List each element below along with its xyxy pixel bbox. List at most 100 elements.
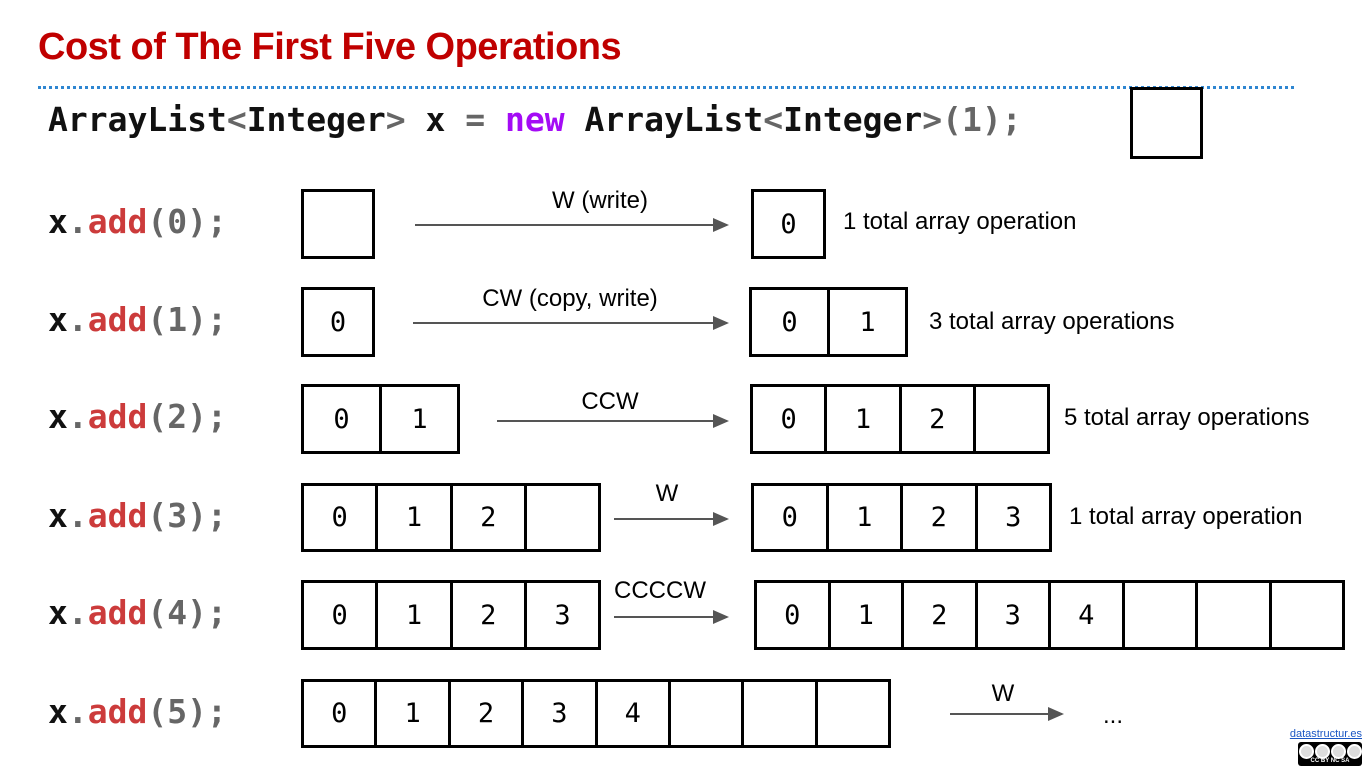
array-cell-before: 3 — [521, 679, 598, 748]
code-args: (4); — [147, 593, 227, 632]
cc-license-badge: CC BY NC SA — [1298, 742, 1362, 766]
code-args: (0); — [147, 202, 227, 241]
code-var: x — [405, 100, 466, 139]
code-object: x — [48, 593, 68, 632]
array-cell-before: 0 — [301, 384, 382, 454]
code-lt: < — [763, 100, 784, 139]
code-object: x — [48, 202, 68, 241]
add-call-code: x.add(3); — [48, 496, 227, 535]
code-object: x — [48, 300, 68, 339]
array-cell-after: 2 — [900, 483, 978, 552]
code-method: add — [87, 300, 148, 339]
array-cell-before — [523, 483, 602, 552]
arrow-icon — [614, 610, 729, 624]
array-cell-after: 2 — [901, 580, 978, 650]
array-cell-after: 3 — [974, 580, 1051, 650]
array-cell-after: 0 — [751, 483, 829, 552]
title-divider — [38, 86, 1294, 89]
operation-label: W (write) — [552, 187, 648, 214]
array-cell-before: 4 — [594, 679, 671, 748]
code-dot: . — [67, 202, 88, 241]
array-cell-before: 0 — [301, 679, 378, 748]
code-method: add — [87, 593, 148, 632]
datastructures-link[interactable]: datastructur.es — [1289, 728, 1362, 740]
total-operations-text: 1 total array operation — [1069, 503, 1303, 530]
array-cell-before: 2 — [449, 580, 527, 650]
add-call-code: x.add(2); — [48, 397, 227, 436]
code-object: x — [48, 691, 68, 731]
license-icons — [1298, 744, 1362, 759]
by-icon — [1314, 744, 1330, 759]
array-cell-after: 0 — [750, 384, 828, 454]
array-cell-after: 1 — [825, 483, 903, 552]
array-cell-before: 0 — [301, 483, 379, 552]
operation-label: W — [655, 480, 679, 507]
operation-label: CW (copy, write) — [482, 285, 658, 312]
array-cell-after — [1121, 580, 1198, 650]
code-gt: > — [385, 100, 406, 139]
code-dot: . — [67, 691, 88, 731]
code-method: add — [87, 397, 148, 436]
code-method: add — [87, 202, 148, 241]
code-lt: < — [226, 100, 247, 139]
array-cell-before: 2 — [449, 483, 527, 552]
code-method: add — [87, 495, 148, 535]
slide-title: Cost of The First Five Operations — [38, 26, 622, 68]
cc-icon — [1298, 744, 1314, 759]
array-cell-before — [814, 679, 892, 748]
array-cell-after: 0 — [751, 189, 826, 259]
arrow-icon — [950, 707, 1064, 721]
code-method: add — [87, 691, 148, 731]
arrow-icon — [415, 218, 729, 232]
array-cell-after: 1 — [827, 580, 904, 650]
code-generic: Integer — [246, 100, 386, 139]
total-operations-text: ... — [1103, 702, 1124, 729]
array-cell-before: 1 — [374, 679, 451, 748]
add-call-code: x.add(0); — [48, 202, 227, 241]
add-call-code: x.add(4); — [48, 593, 227, 632]
initial-array-cell — [1130, 87, 1203, 159]
code-args: (1); — [147, 300, 227, 339]
array-cell-before — [668, 679, 745, 748]
array-cell-before — [741, 679, 818, 748]
add-call-code: x.add(5); — [48, 692, 227, 731]
add-call-code: x.add(1); — [48, 300, 227, 339]
sa-icon — [1346, 744, 1362, 759]
array-cell-before: 0 — [301, 287, 375, 357]
operation-label: W — [991, 680, 1015, 707]
array-cell-after — [972, 384, 1051, 454]
array-cell-before: 3 — [523, 580, 602, 650]
code-eq: = — [465, 100, 486, 139]
array-cell-after: 1 — [824, 384, 902, 454]
code-generic: Integer — [783, 100, 923, 139]
license-text: CC BY NC SA — [1310, 758, 1350, 764]
total-operations-text: 5 total array operations — [1064, 404, 1310, 431]
code-object: x — [48, 397, 68, 436]
array-cell-after — [1268, 580, 1345, 650]
array-cell-after: 0 — [754, 580, 831, 650]
operation-label: CCCCW — [614, 577, 706, 604]
total-operations-text: 3 total array operations — [929, 308, 1175, 335]
code-args: (5); — [147, 691, 227, 731]
array-cell-before: 1 — [375, 483, 453, 552]
array-cell-before: 0 — [301, 580, 379, 650]
code-dot: . — [67, 397, 88, 436]
array-cell-before: 1 — [375, 580, 453, 650]
code-dot: . — [67, 593, 88, 632]
arrow-icon — [497, 414, 729, 428]
array-cell-after: 1 — [827, 287, 908, 357]
code-gt: > — [922, 100, 943, 139]
operation-label: CCW — [581, 388, 639, 415]
code-new-keyword: new — [485, 100, 585, 139]
array-cell-before: 2 — [447, 679, 525, 748]
code-args: (1); — [942, 100, 1022, 139]
array-cell-before: 1 — [379, 384, 460, 454]
array-cell-after: 4 — [1048, 580, 1125, 650]
code-dot: . — [67, 300, 88, 339]
code-dot: . — [67, 495, 88, 535]
array-cell-after — [1195, 580, 1272, 650]
code-type: ArrayList — [584, 100, 764, 139]
code-type: ArrayList — [48, 100, 227, 139]
array-cell-after: 2 — [898, 384, 976, 454]
array-cell-after: 3 — [974, 483, 1052, 552]
